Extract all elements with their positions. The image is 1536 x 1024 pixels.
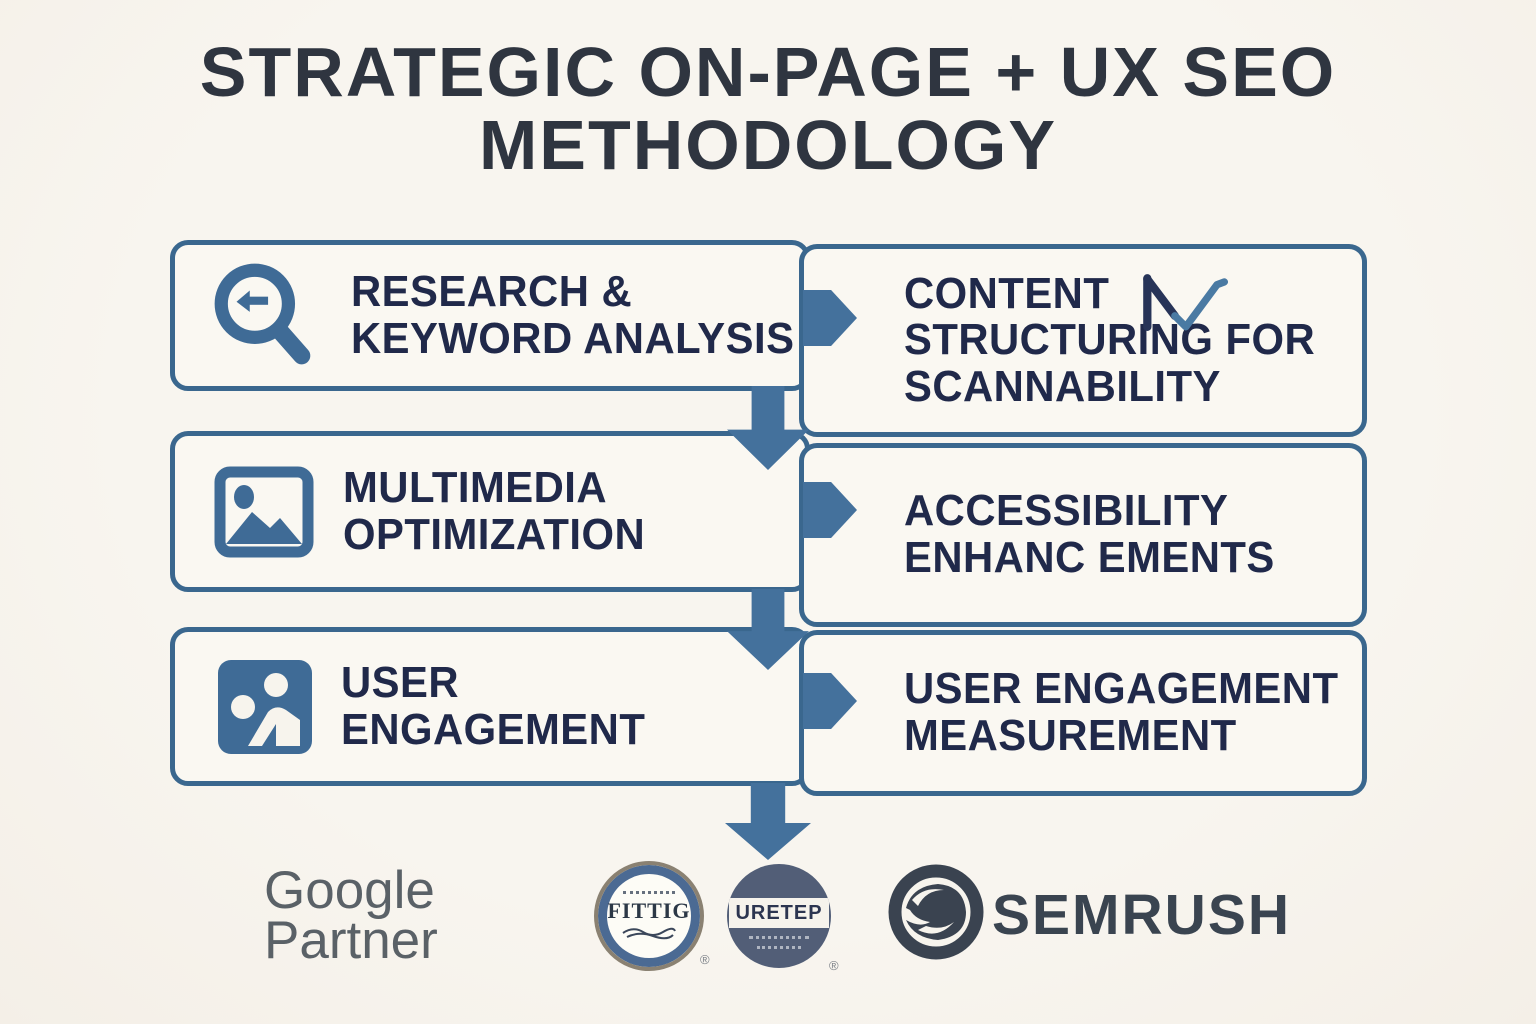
box-label: USER ENGAGEMENT MEASUREMENT — [904, 666, 1338, 759]
label-line: USER ENGAGEMENT — [904, 664, 1339, 714]
badge-label: FITTIG — [607, 897, 691, 923]
label-line: ENGAGEMENT — [341, 704, 646, 754]
box-multimedia-optimization: MULTIMEDIA OPTIMIZATION — [170, 431, 810, 592]
label-line: OPTIMIZATION — [343, 509, 646, 559]
label-line: MEASUREMENT — [904, 711, 1237, 760]
certification-badge-uretep: URETEP — [727, 864, 831, 968]
users-icon — [217, 659, 313, 754]
label-line: RESEARCH & — [351, 266, 633, 316]
box-content-structuring: CONTENT STRUCTURING FOR SCANNABILITY — [799, 244, 1367, 437]
page-title: STRATEGIC ON-PAGE + UX SEO METHODOLOGY — [0, 36, 1536, 182]
arrow-down-final-icon — [725, 783, 811, 860]
box-accessibility-enhancements: ACCESSIBILITY ENHANC EMENTS — [799, 443, 1367, 627]
page-title-line1: STRATEGIC ON-PAGE + UX SEO — [199, 33, 1337, 111]
label-line: KEYWORD ANALYSIS — [351, 313, 795, 363]
certification-badge-fittig: FITTIG — [594, 861, 704, 971]
registered-mark: ® — [829, 958, 839, 973]
semrush-wordmark: SEMRUSH — [992, 883, 1292, 947]
badge-fineprint-decoration — [757, 946, 801, 949]
label-line: MULTIMEDIA — [343, 462, 608, 512]
magnifier-icon — [205, 259, 323, 373]
semrush-logo-icon — [886, 862, 986, 962]
badge-label: URETEP — [729, 898, 829, 928]
badge-fineprint-decoration — [749, 936, 809, 939]
label-line: STRUCTURING FOR — [904, 315, 1316, 365]
badge-arc-decoration — [623, 890, 675, 894]
label-line: ENHANC EMENTS — [904, 533, 1275, 582]
check-icon — [1140, 267, 1228, 339]
box-user-engagement: USER ENGAGEMENT — [170, 627, 810, 786]
box-research-keyword-analysis: RESEARCH & KEYWORD ANALYSIS — [170, 240, 810, 391]
signature-scribble — [622, 927, 676, 939]
box-engagement-measurement: USER ENGAGEMENT MEASUREMENT — [799, 630, 1367, 796]
label-line: ACCESSIBILITY — [904, 486, 1229, 536]
registered-mark: ® — [700, 952, 710, 967]
page-title-line2: METHODOLOGY — [478, 105, 1058, 184]
label-line: USER — [341, 657, 460, 707]
box-label: CONTENT STRUCTURING FOR SCANNABILITY — [904, 268, 1316, 411]
google-partner-logo: Google Partner — [264, 861, 438, 970]
label-line: SCANNABILITY — [904, 361, 1221, 411]
image-icon — [213, 466, 315, 558]
label-line: CONTENT — [904, 268, 1110, 318]
box-label: RESEARCH & KEYWORD ANALYSIS — [351, 266, 795, 363]
box-label: USER ENGAGEMENT — [341, 657, 646, 754]
google-partner-line1: Google — [264, 861, 435, 920]
box-label: MULTIMEDIA OPTIMIZATION — [343, 462, 646, 559]
google-partner-line2: Partner — [264, 911, 438, 970]
box-label: ACCESSIBILITY ENHANC EMENTS — [904, 488, 1275, 581]
